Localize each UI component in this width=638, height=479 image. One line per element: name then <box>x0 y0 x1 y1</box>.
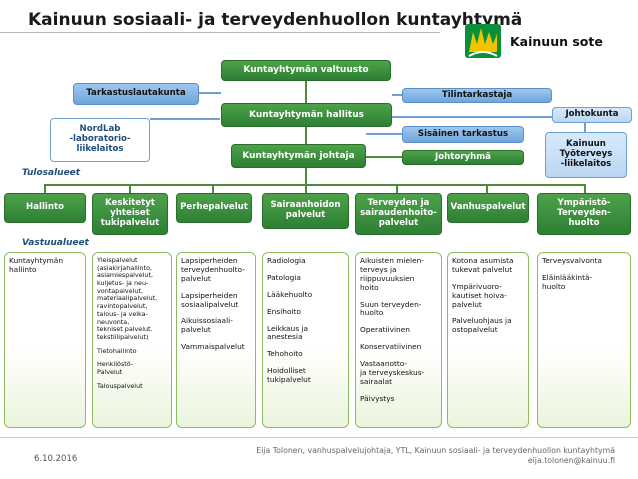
column-header-hallinto: Hallinto <box>4 193 86 223</box>
sisainen-tarkastus-box: Sisäinen tarkastus <box>402 126 524 143</box>
list-item: Yleispalvelut (asiakirjahallinto, asiami… <box>97 256 158 341</box>
list-item: Aikuissosiaali- palvelut <box>181 316 233 335</box>
column-body-hallinto: Kuntayhtymän hallinto <box>4 252 86 428</box>
column-body-perhepalvelut: Lapsiperheiden terveydenhuolto- palvelut… <box>176 252 256 428</box>
list-item: Tehohoito <box>267 349 303 359</box>
column-body-terveyden-hoito: Aikuisten mielen- terveys ja riippuvuuks… <box>355 252 442 428</box>
logo-emblem-wave-icon <box>468 51 498 57</box>
connector-johtoryhma <box>366 156 402 158</box>
list-item: Päivystys <box>360 393 395 403</box>
list-item: Ympärivuoro- kautiset hoiva- palvelut <box>452 281 507 309</box>
johtaja-box: Kuntayhtymän johtaja <box>231 144 366 168</box>
list-item: Lapsiperheiden terveydenhuolto- palvelut <box>181 256 245 283</box>
list-item: Terveysvalvonta <box>542 256 602 265</box>
tilintarkastaja-box: Tilintarkastaja <box>402 88 552 103</box>
footer-credit: Eija Tolonen, vanhuspalvelujohtaja, YTL,… <box>255 446 615 466</box>
vastuualueet-label: Vastuualueet <box>22 238 89 248</box>
list-item: Eläinlääkintä- huolto <box>542 272 593 291</box>
header-divider <box>0 32 440 33</box>
connector-col-6 <box>486 184 488 194</box>
connector-col-4 <box>305 184 307 194</box>
column-body-vanhuspalvelut: Kotona asumista tukevat palvelut Ympäriv… <box>447 252 529 428</box>
list-item: Aikuisten mielen- terveys ja riippuvuuks… <box>360 256 424 292</box>
connector-tarkastuslautakunta <box>199 92 221 94</box>
johtokunta-box: Johtokunta <box>552 107 632 123</box>
footer-email: eija.tolonen@kainuu.fi <box>527 456 615 466</box>
connector-col-1 <box>44 184 46 194</box>
list-item: Palveluohjaus ja ostopalvelut <box>452 316 512 335</box>
column-body-ymparistoterveys: Terveysvalvonta Eläinlääkintä- huolto <box>537 252 631 428</box>
tarkastuslautakunta-box: Tarkastuslautakunta <box>73 83 199 105</box>
connector-bus <box>44 184 584 186</box>
connector-valtuusto-hallitus <box>305 80 307 108</box>
column-body-sairaanhoito: Radiologia Patologia Lääkehuolto Ensihoi… <box>262 252 349 428</box>
connector-col-7 <box>584 184 586 194</box>
logo-emblem-crown-icon <box>469 28 497 52</box>
nordlab-box: NordLab -laboratorio- liikelaitos <box>50 118 150 162</box>
column-body-tukipalvelut: Yleispalvelut (asiakirjahallinto, asiami… <box>92 252 172 428</box>
list-item: Patologia <box>267 272 301 282</box>
list-item: Konservatiivinen <box>360 342 422 352</box>
column-header-vanhuspalvelut: Vanhuspalvelut <box>447 193 529 223</box>
list-item: Henkilöstö- Palvelut <box>97 360 134 376</box>
connector-johtaja-bus <box>305 168 307 184</box>
connector-tilintarkastaja <box>392 94 402 96</box>
list-item: Lääkehuolto <box>267 289 313 299</box>
connector-johtokunta <box>392 116 552 118</box>
logo-text: Kainuun sote <box>510 34 603 49</box>
list-item: Radiologia <box>267 256 306 265</box>
kainuun-sote-logo <box>465 24 501 58</box>
list-item: Kotona asumista tukevat palvelut <box>452 256 514 274</box>
list-item: Lapsiperheiden sosiaalipalvelut <box>181 290 239 309</box>
footer-credit-line: Eija Tolonen, vanhuspalvelujohtaja, YTL,… <box>256 446 615 455</box>
hallitus-box: Kuntayhtymän hallitus <box>221 103 392 127</box>
list-item: Ensihoito <box>267 306 301 316</box>
list-item: Tietohallinto <box>97 346 137 355</box>
connector-nordlab <box>150 118 220 120</box>
list-item: Talouspalvelut <box>97 381 143 390</box>
list-item: Vastaanotto- ja terveyskeskus- sairaalat <box>360 359 425 386</box>
tyoterveys-box: Kainuun Työterveys -liikelaitos <box>545 132 627 178</box>
connector-hallitus-johtaja <box>305 127 307 147</box>
list-item: Leikkaus ja anestesia <box>267 323 309 342</box>
column-header-ymparistoterveys: Ympäristö- Terveyden- huolto <box>537 193 631 235</box>
connector-sisainen-tarkastus <box>366 133 402 135</box>
johtoryhma-box: Johtoryhmä <box>402 150 524 165</box>
footer-divider <box>0 437 638 438</box>
column-header-sairaanhoito: Sairaanhoidon palvelut <box>262 193 349 229</box>
list-item: Hoidolliset tukipalvelut <box>267 366 311 384</box>
list-item: Operatiivinen <box>360 325 410 335</box>
valtuusto-box: Kuntayhtymän valtuusto <box>221 60 391 81</box>
footer-date: 6.10.2016 <box>34 454 78 464</box>
column-header-terveyden-hoito: Terveyden ja sairaudenhoito- palvelut <box>355 193 442 235</box>
column-header-perhepalvelut: Perhepalvelut <box>176 193 252 223</box>
connector-col-2 <box>129 184 131 194</box>
connector-col-3 <box>212 184 214 194</box>
page-title: Kainuun sosiaali- ja terveydenhuollon ku… <box>28 10 523 30</box>
tulosalueet-label: Tulosalueet <box>22 168 81 178</box>
column-header-tukipalvelut: Keskitetyt yhteiset tukipalvelut <box>92 193 168 235</box>
list-item: Suun terveyden- huolto <box>360 299 422 318</box>
connector-col-5 <box>396 184 398 194</box>
connector-tyoterveys <box>584 122 586 132</box>
list-item: Kuntayhtymän hallinto <box>9 256 64 274</box>
list-item: Vammaispalvelut <box>181 342 245 352</box>
